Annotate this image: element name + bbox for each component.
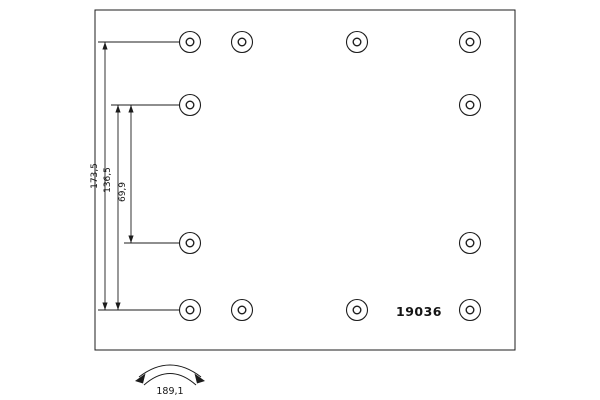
rivet-hole — [458, 231, 482, 255]
arrowhead-down-icon — [102, 302, 108, 310]
dim-label-vertical-total: 173,5 — [90, 163, 100, 189]
rivet-hole-inner-circle — [352, 305, 362, 315]
rivet-hole-inner-circle — [465, 305, 475, 315]
rivet-hole — [178, 298, 202, 322]
rivet-hole-inner-circle — [185, 37, 195, 47]
dim-label-arc-width: 189,1 — [156, 386, 183, 397]
rivet-hole-inner-circle — [352, 37, 362, 47]
arrowhead-down-icon — [115, 302, 121, 310]
rivet-hole — [458, 298, 482, 322]
rivet-hole-inner-circle — [185, 305, 195, 315]
lining-outline — [94, 9, 516, 351]
rivet-hole — [178, 93, 202, 117]
dimension-line-vertical-total: 173,5 — [90, 42, 108, 310]
rivet-hole — [178, 30, 202, 54]
rivet-hole-inner-circle — [237, 305, 247, 315]
rivet-hole — [345, 298, 369, 322]
dim-label-vertical-inner: 69,9 — [118, 182, 128, 202]
arrowhead-right-icon — [194, 373, 205, 384]
arc-outer-curve — [138, 364, 202, 378]
dimension-line-vertical-mid: 136,5 — [103, 105, 121, 310]
rivet-hole — [230, 298, 254, 322]
arrowhead-up-icon — [128, 105, 134, 113]
rivet-hole — [345, 30, 369, 54]
arc-inner-curve — [143, 373, 197, 386]
extension-lines — [98, 41, 179, 311]
rivet-hole-inner-circle — [185, 100, 195, 110]
rivet-hole — [458, 93, 482, 117]
arrowhead-left-icon — [135, 373, 146, 384]
rivet-hole-inner-circle — [465, 37, 475, 47]
arrowhead-up-icon — [102, 42, 108, 50]
dimension-line-vertical-inner: 69,9 — [118, 105, 134, 243]
part-number-label: 19036 — [396, 304, 442, 319]
rivet-hole — [458, 30, 482, 54]
rivet-hole-inner-circle — [465, 100, 475, 110]
rivet-hole — [178, 231, 202, 255]
arrowhead-down-icon — [128, 235, 134, 243]
rivet-hole-inner-circle — [185, 238, 195, 248]
rivet-hole-inner-circle — [465, 238, 475, 248]
rivet-hole-inner-circle — [237, 37, 247, 47]
arc-width-symbol: 189,1 — [135, 364, 205, 397]
rivet-holes — [178, 30, 482, 322]
dim-label-vertical-mid: 136,5 — [103, 167, 113, 193]
arrowhead-up-icon — [115, 105, 121, 113]
rivet-hole — [230, 30, 254, 54]
